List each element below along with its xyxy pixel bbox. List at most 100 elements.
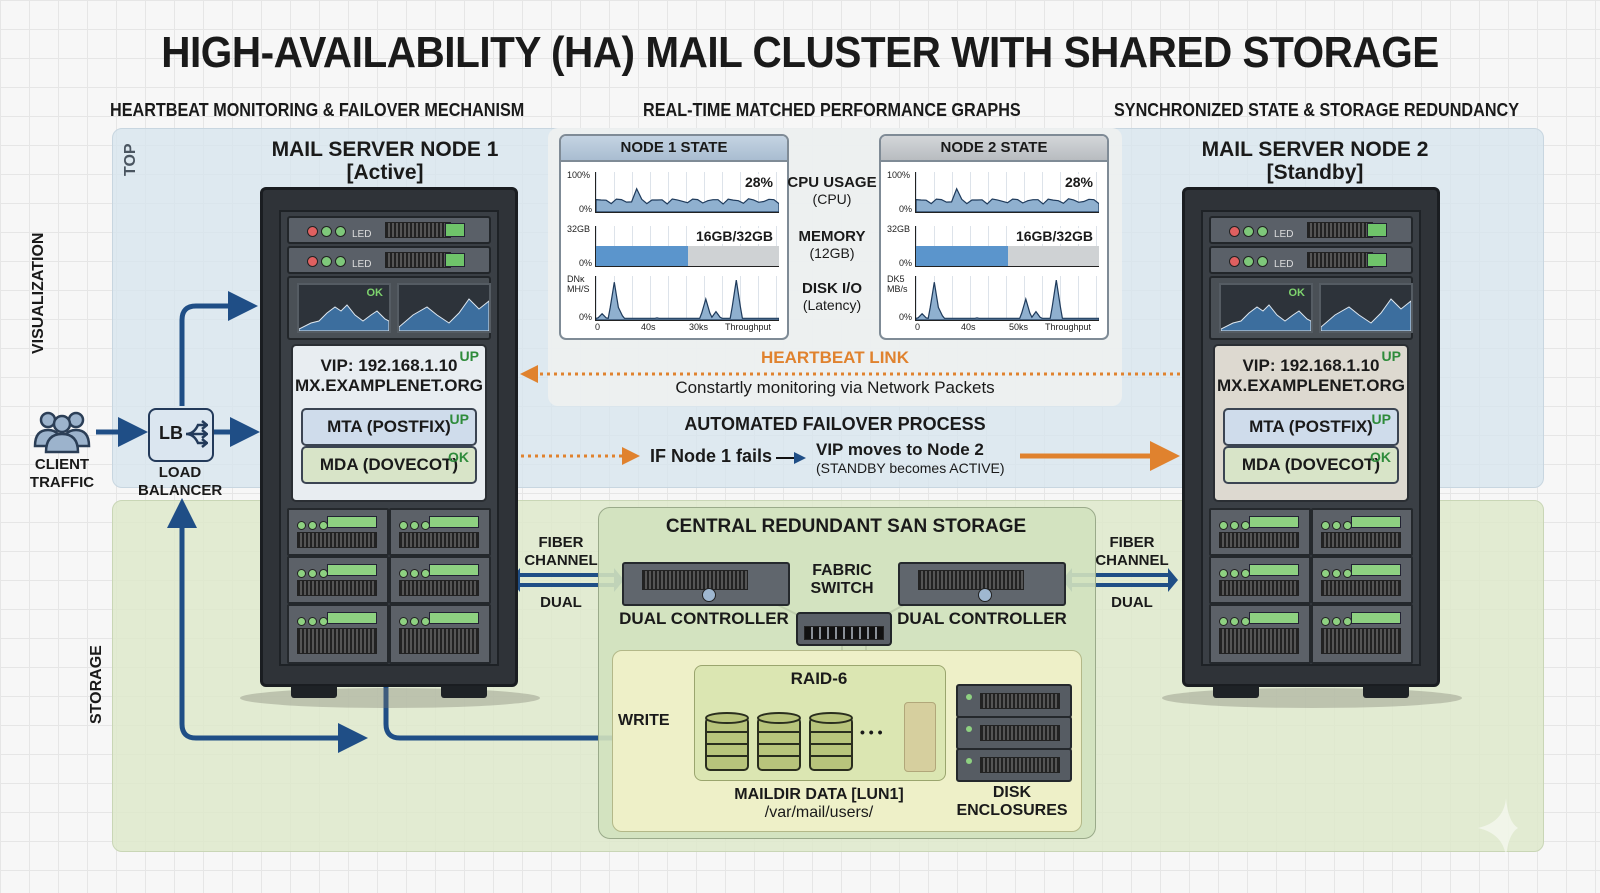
- node1-storage-row: [287, 556, 491, 604]
- node1-vip-status: UP: [459, 348, 479, 364]
- disk-enclosure[interactable]: [956, 716, 1072, 750]
- node1-server-unit: LED: [287, 216, 491, 244]
- node1-memory-value: 16GB/32GB: [695, 228, 773, 244]
- node2-storage-row: [1209, 604, 1413, 664]
- node2-state-card: NODE 2 STATE 100% 0% 28% 32GB 0% 16GB/32…: [879, 134, 1109, 340]
- cpu-series-line: [596, 187, 779, 212]
- x-tick: 40s: [961, 322, 976, 332]
- node2-mta-service[interactable]: MTA (POSTFIX)UP: [1223, 408, 1399, 446]
- node2-monitor: [1319, 283, 1413, 333]
- dual-controller-left[interactable]: [622, 562, 790, 606]
- failover-result: VIP moves to Node 2: [816, 440, 984, 459]
- node1-title: MAIL SERVER NODE 1[Active]: [250, 138, 520, 184]
- dual-controller-right[interactable]: [898, 562, 1066, 606]
- node1-disk-plot: [595, 276, 779, 321]
- node2-server-unit: LED: [1209, 246, 1413, 274]
- disk-enclosure[interactable]: [956, 684, 1072, 718]
- raid-label: RAID-6: [790, 669, 848, 688]
- x-tick: 0: [915, 322, 921, 332]
- write-label: WRITE: [618, 712, 670, 729]
- disk-icon: [705, 712, 749, 771]
- node2-mda-service[interactable]: MDA (DOVECOT)OK: [1223, 446, 1399, 484]
- fabric-switch[interactable]: [796, 612, 892, 646]
- node2-cpu-plot: 28%: [915, 172, 1099, 213]
- more-disks-ellipsis: • • •: [860, 724, 883, 740]
- cpu-series-line: [916, 187, 1099, 212]
- san-title: CENTRAL REDUNDANT SAN STORAGE: [665, 516, 1027, 537]
- failover-result-sub: (STANDBY becomes ACTIVE): [816, 460, 1005, 476]
- node1-storage-row: [287, 508, 491, 556]
- node2-disk-plot: [915, 276, 1099, 321]
- node2-vip-status: UP: [1381, 348, 1401, 364]
- node2-shadow: [1162, 688, 1462, 708]
- x-tick: Throughput: [725, 322, 772, 332]
- failover-title: AUTOMATED FAILOVER PROCESS: [684, 414, 986, 434]
- failover-condition: IF Node 1 fails: [650, 446, 773, 466]
- node2-monitor: OK: [1219, 283, 1313, 333]
- disk-series-line: [916, 280, 1099, 320]
- node2-state: [Standby]: [1266, 161, 1364, 184]
- node1-memory-plot: 16GB/32GB: [595, 226, 779, 267]
- metric-cpu-label: CPU USAGE(CPU): [787, 174, 877, 207]
- node1-shadow: [240, 688, 540, 708]
- x-tick: 40s: [641, 322, 656, 332]
- node2-monitors: OK: [1209, 276, 1413, 340]
- node2-hostname: MX.EXAMPLENET.ORG: [1217, 376, 1405, 395]
- node1-cpu-series: [596, 187, 779, 212]
- disk-placeholder: [904, 702, 936, 772]
- section-heading-graphs: REAL-TIME MATCHED PERFORMANCE GRAPHS: [643, 100, 1021, 120]
- x-tick: 50ks: [1009, 322, 1029, 332]
- load-balancer[interactable]: LB: [148, 408, 214, 462]
- node2-storage-row: [1209, 556, 1413, 604]
- x-tick: 0: [595, 322, 601, 332]
- section-heading-redundancy: SYNCHRONIZED STATE & STORAGE REDUNDANCY: [1114, 100, 1520, 120]
- node1-cpu-value: 28%: [744, 174, 773, 190]
- raid-disks: [705, 712, 853, 771]
- heartbeat-title: HEARTBEAT LINK: [761, 348, 909, 367]
- lb-abbr: LB: [159, 423, 183, 443]
- node2-disk-series: [916, 280, 1099, 320]
- node1-state-title: NODE 1 STATE: [561, 136, 787, 162]
- metric-disk-label: DISK I/O(Latency): [801, 280, 862, 313]
- node2-title: MAIL SERVER NODE 2[Standby]: [1180, 138, 1450, 184]
- disk-icon: [757, 712, 801, 771]
- dual-controller-right-label: DUAL CONTROLLER: [897, 609, 1067, 628]
- node1-state: [Active]: [346, 161, 424, 184]
- node2-memory-bar: [916, 246, 1008, 266]
- node1-monitor: [397, 283, 491, 333]
- node1-state-card: NODE 1 STATE 100% 0% 28% 32GB 0% 16GB/32…: [559, 134, 789, 340]
- node2-server-unit: LED: [1209, 216, 1413, 244]
- node2-memory-value: 16GB/32GB: [1015, 228, 1093, 244]
- disk-icon: [809, 712, 853, 771]
- dual-controller-left-label: DUAL CONTROLLER: [619, 609, 789, 628]
- node1-cpu-plot: 28%: [595, 172, 779, 213]
- node1-disk-series: [596, 280, 779, 320]
- node1-mta-service[interactable]: MTA (POSTFIX)UP: [301, 408, 477, 446]
- node1-monitor: OK: [297, 283, 391, 333]
- node1-hostname: MX.EXAMPLENET.ORG: [295, 376, 483, 395]
- split-arrows-icon: [185, 420, 208, 448]
- disk-enclosure[interactable]: [956, 748, 1072, 782]
- node1-memory-bar: [596, 246, 688, 266]
- node1-mda-service[interactable]: MDA (DOVECOT)OK: [301, 446, 477, 484]
- x-tick: Throughput: [1045, 322, 1092, 332]
- node2-cpu-value: 28%: [1064, 174, 1093, 190]
- side-label-visualization: VISUALIZATION: [30, 232, 47, 354]
- fiber-dual-left-label: DUAL: [540, 594, 582, 611]
- maildir-path: /var/mail/users/: [764, 804, 874, 821]
- side-label-storage: STORAGE: [88, 645, 105, 724]
- node2-storage-row: [1209, 508, 1413, 556]
- node2-memory-plot: 16GB/32GB: [915, 226, 1099, 267]
- node2-cpu-series: [916, 187, 1099, 212]
